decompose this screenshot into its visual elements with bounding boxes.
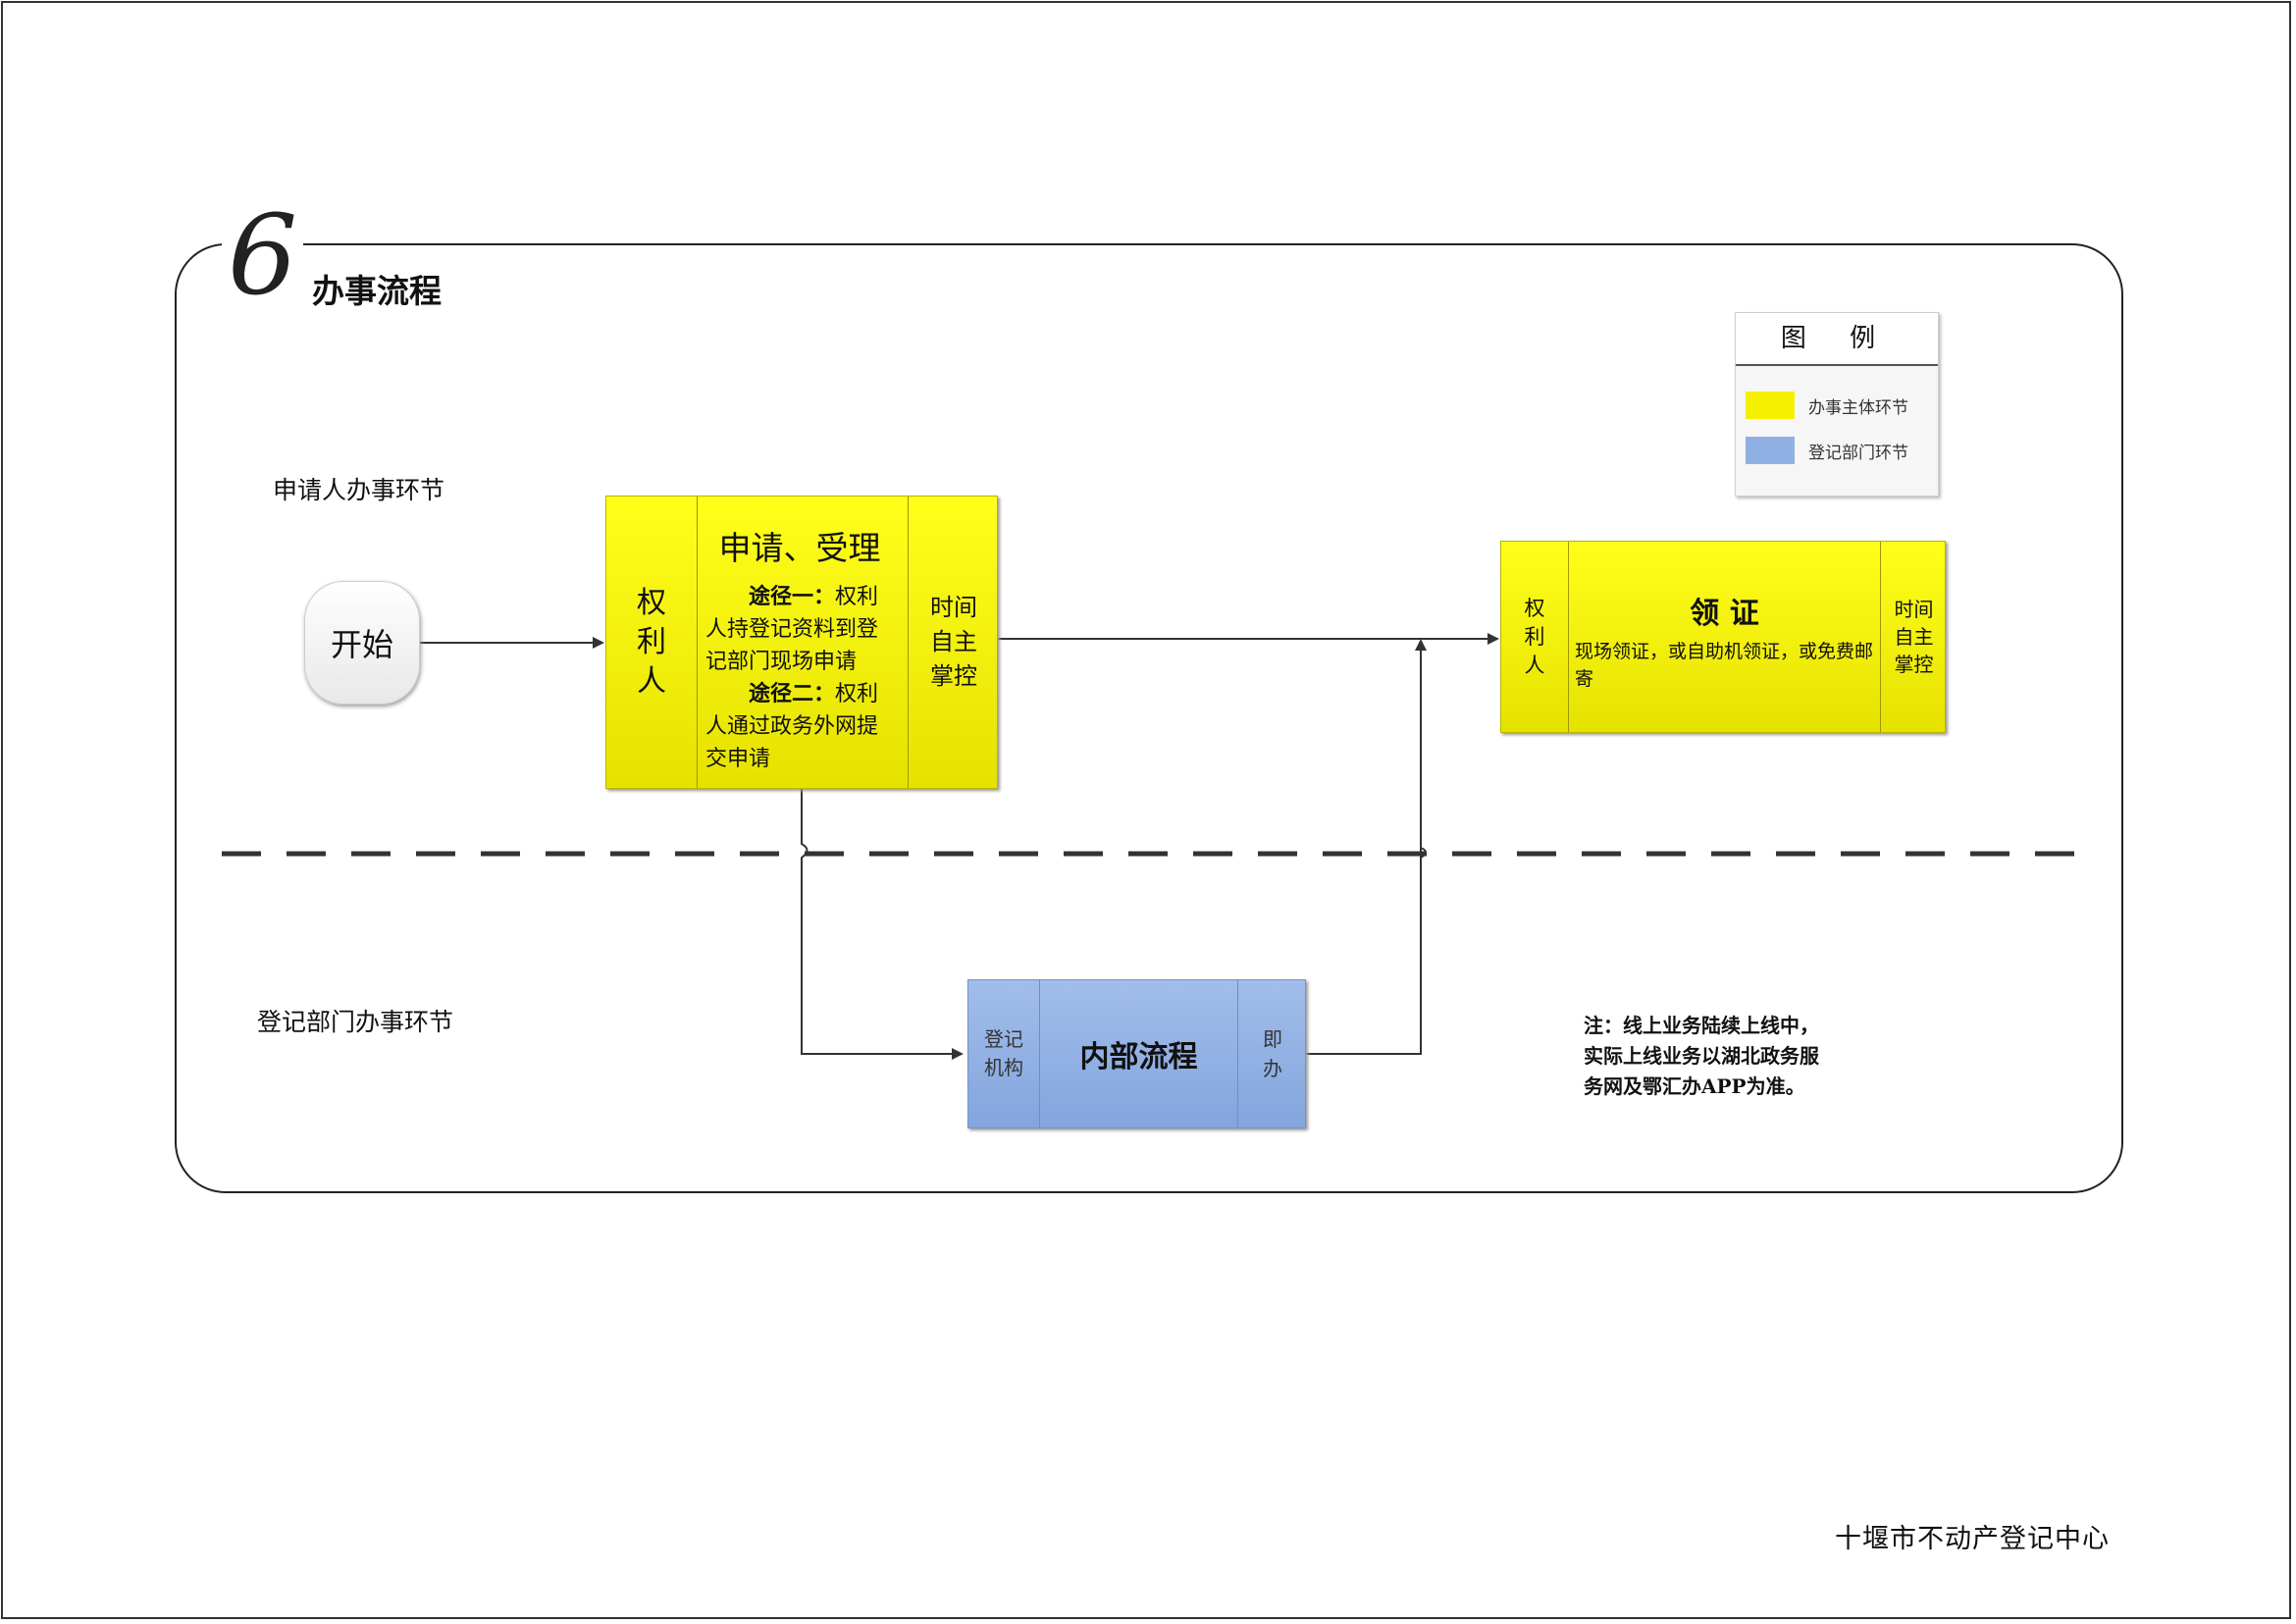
legend-label: 登记部门环节 xyxy=(1808,443,1908,463)
apply-title: 申请、受理 xyxy=(718,529,881,567)
internal-time: 即办 xyxy=(1263,1027,1282,1080)
legend-item-process: 办事主体环节 xyxy=(1746,392,1908,419)
section-number: 6 xyxy=(222,201,304,311)
flow-panel xyxy=(175,243,2123,1193)
apply-path1-label: 途径一： xyxy=(749,584,836,609)
legend-label: 办事主体环节 xyxy=(1808,397,1908,418)
start-label: 开始 xyxy=(330,626,393,663)
internal-title: 内部流程 xyxy=(1079,1040,1198,1074)
receive-time-cell: 时间自主掌控 xyxy=(1880,542,1947,732)
apply-time: 时间自主掌控 xyxy=(930,594,977,690)
section-title: 办事流程 xyxy=(312,272,442,310)
internal-content-cell: 内部流程 xyxy=(1039,980,1237,1127)
receive-desc: 现场领证，或自助机领证，或免费邮寄 xyxy=(1575,641,1874,690)
receive-actor: 权利人 xyxy=(1524,596,1545,677)
legend: 图 例 办事主体环节 登记部门环节 xyxy=(1735,312,1939,497)
legend-item-department: 登记部门环节 xyxy=(1746,437,1908,464)
legend-title: 图 例 xyxy=(1736,313,1938,366)
receive-node: 权利人 领 证 现场领证，或自助机领证，或免费邮寄 时间自主掌控 xyxy=(1500,541,1946,733)
internal-node: 登记机构 内部流程 即办 xyxy=(967,979,1306,1128)
legend-swatch-blue xyxy=(1746,437,1795,464)
lane-label-applicant: 申请人办事环节 xyxy=(273,476,445,504)
arrow-apply-to-internal xyxy=(801,789,964,1060)
legend-swatch-yellow xyxy=(1746,392,1795,419)
internal-actor: 登记机构 xyxy=(984,1027,1023,1079)
apply-content-cell: 申请、受理 途径一：权利人持登记资料到登记部门现场申请 途径二：权利人通过政务外… xyxy=(697,497,908,788)
internal-time-cell: 即办 xyxy=(1237,980,1307,1127)
receive-title: 领 证 xyxy=(1690,597,1759,631)
apply-path2-text: 权利人通过政务外网提交申请 xyxy=(705,682,879,771)
lane-label-department: 登记部门办事环节 xyxy=(257,1008,454,1036)
arrow-internal-to-receive xyxy=(1306,639,1427,1055)
apply-actor: 权利人 xyxy=(637,585,666,699)
receive-time: 时间自主掌控 xyxy=(1894,598,1934,676)
apply-time-cell: 时间自主掌控 xyxy=(908,497,999,788)
apply-path1: 途径一：权利人持登记资料到登记部门现场申请 xyxy=(705,581,894,678)
apply-node: 权利人 申请、受理 途径一：权利人持登记资料到登记部门现场申请 途径二：权利人通… xyxy=(605,496,998,789)
apply-actor-cell: 权利人 xyxy=(606,497,697,788)
internal-actor-cell: 登记机构 xyxy=(968,980,1039,1127)
apply-path2-label: 途径二： xyxy=(749,681,836,707)
receive-content-cell: 领 证 现场领证，或自助机领证，或免费邮寄 xyxy=(1568,542,1880,732)
receive-actor-cell: 权利人 xyxy=(1501,542,1568,732)
start-node: 开始 xyxy=(304,581,420,705)
note: 注：线上业务陆续上线中， 实际上线业务以湖北政务服 务网及鄂汇办APP为准。 xyxy=(1584,1014,1819,1098)
apply-path1-text: 权利人持登记资料到登记部门现场申请 xyxy=(705,585,879,674)
footer-org: 十堰市不动产登记中心 xyxy=(1835,1524,2110,1554)
apply-path2: 途径二：权利人通过政务外网提交申请 xyxy=(705,678,894,775)
